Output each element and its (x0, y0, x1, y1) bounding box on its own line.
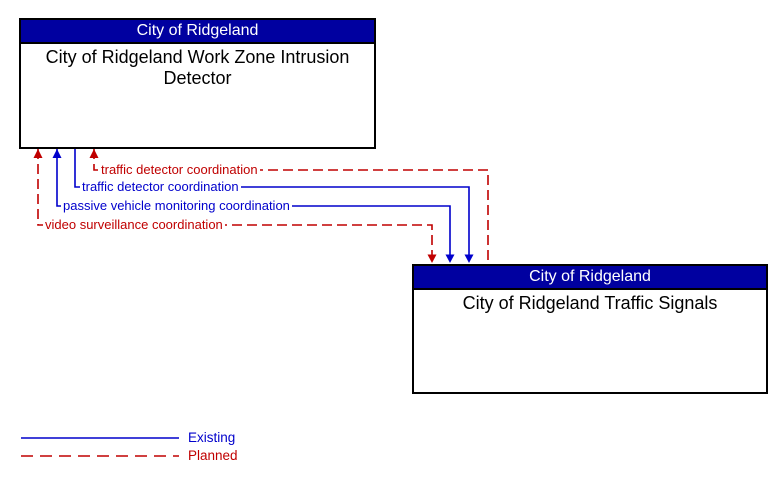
legend-label-existing: Existing (188, 430, 236, 445)
arrowhead-up-icon (33, 149, 43, 158)
flow-line-traffic-detector-coordination-existing (74, 149, 470, 261)
legend-label-planned: Planned (188, 448, 238, 463)
entity-name-traffic-signals: City of Ridgeland Traffic Signals (462, 293, 718, 313)
arrowhead-up-icon (52, 149, 62, 158)
arrowhead-down-icon (445, 254, 455, 263)
entity-name-work-zone-detector: City of Ridgeland Work Zone Intrusion De… (45, 47, 350, 88)
flow-label-video-surveillance-coordination: video surveillance coordination (43, 217, 225, 232)
entity-box-traffic-signals: City of Ridgeland City of Ridgeland Traf… (412, 264, 768, 394)
entity-header-work-zone-detector: City of Ridgeland (21, 20, 374, 44)
flow-line-traffic-detector-coordination-planned (93, 149, 489, 263)
arrowhead-up-icon (89, 149, 99, 158)
flow-label-passive-vehicle-monitoring-coordination: passive vehicle monitoring coordination (61, 198, 292, 213)
entity-header-traffic-signals: City of Ridgeland (414, 266, 766, 290)
flow-label-traffic-detector-coordination-existing: traffic detector coordination (80, 179, 241, 194)
arrowhead-down-icon (427, 254, 437, 263)
flow-label-traffic-detector-coordination-planned: traffic detector coordination (99, 162, 260, 177)
entity-box-work-zone-intrusion-detector: City of Ridgeland City of Ridgeland Work… (19, 18, 376, 149)
flow-line-video-surveillance-coordination (37, 149, 433, 256)
arrowhead-down-icon (464, 254, 474, 263)
